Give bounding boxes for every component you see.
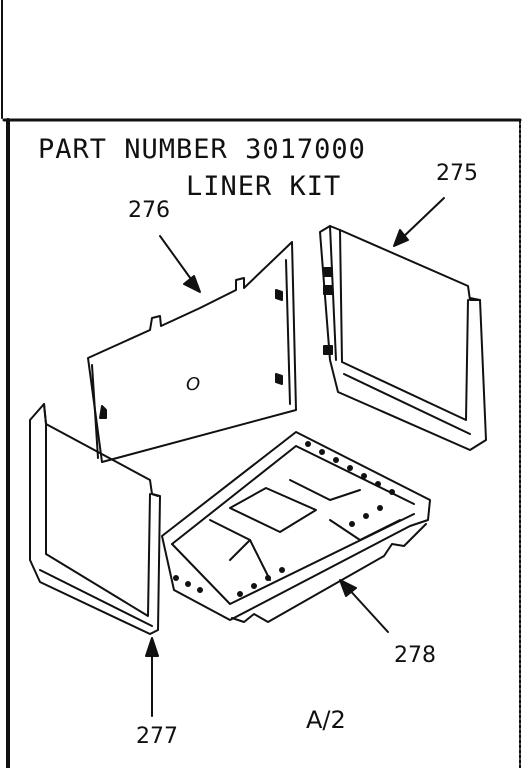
left-panel-277 [29,403,161,635]
callout-275-label: 275 [436,161,478,186]
part-number-title: PART NUMBER 3017000 [38,134,366,165]
sheet-label: A/2 [306,706,346,734]
bottom-pan-278 [161,431,431,623]
pan-rivets [173,441,395,597]
right-panel-275 [319,225,487,451]
arrow-278 [339,579,389,633]
arrow-277 [145,637,159,717]
back-panel-276: O [87,241,297,463]
kit-name-title: LINER KIT [186,171,342,202]
callout-277-label: 277 [136,724,178,749]
arrow-276 [159,235,201,293]
callout-276-label: 276 [128,198,170,223]
svg-text:O: O [186,374,200,395]
callout-278-label: 278 [394,643,436,668]
arrow-275 [393,197,445,247]
